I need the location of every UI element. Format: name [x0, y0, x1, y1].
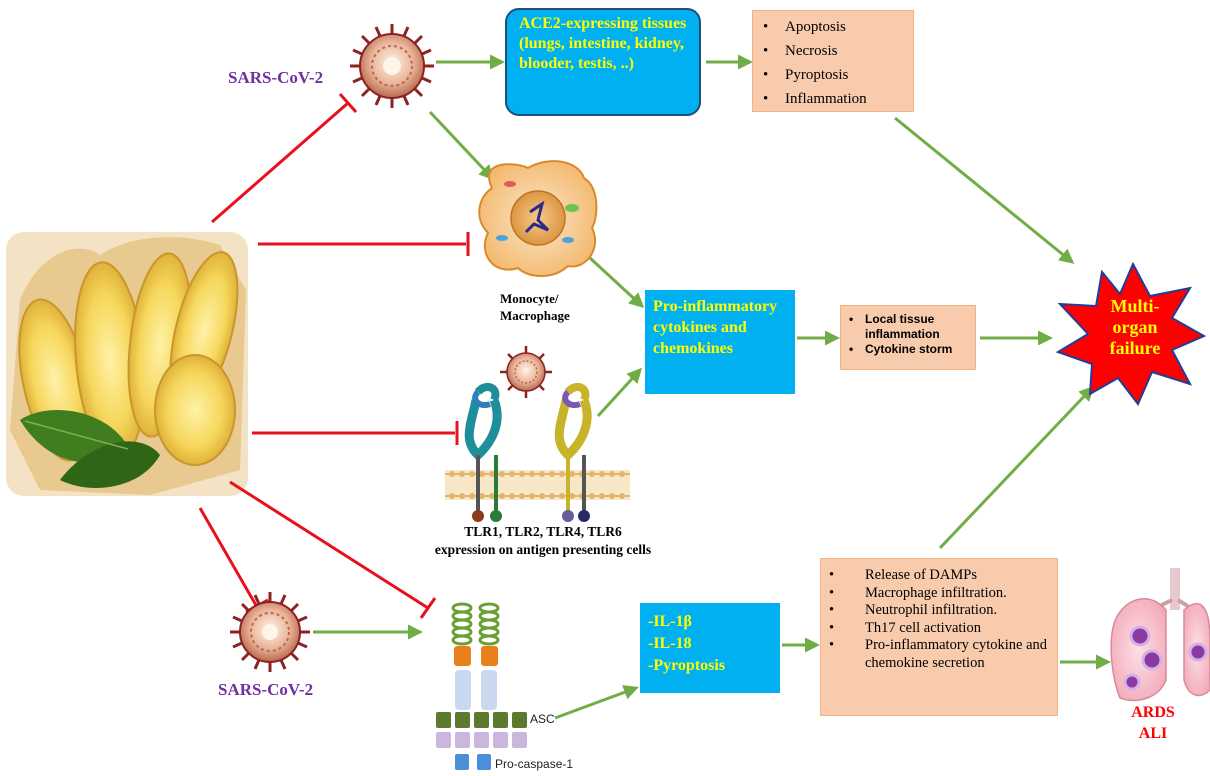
multi-organ-failure-burst [1055, 261, 1207, 406]
inhibit-line-virus-bottom [198, 507, 259, 608]
list-item: Macrophage infiltration. [827, 585, 1053, 603]
lungs-icon [1110, 568, 1210, 702]
list-item: Local tissue inflammation [847, 312, 971, 342]
il-pyroptosis-box: -IL-1β -IL-18 -Pyroptosis [640, 603, 780, 693]
ace2-tissues-text: ACE2-expressing tissues (lungs, intestin… [519, 15, 687, 72]
virus-label-top: SARS-CoV-2 [228, 68, 324, 87]
macrophage-icon [478, 160, 598, 277]
tlr-label: TLR1, TLR2, TLR4, TLR6 expression on ant… [408, 523, 678, 559]
virus-icon-tlr [500, 346, 552, 398]
ali-line: ALI [1138, 725, 1168, 742]
list-item: Cytokine storm [847, 342, 971, 357]
list-item: Pyroptosis [761, 63, 913, 87]
list-item: Th17 cell activation [827, 620, 1053, 638]
local-inflammation-box: Local tissue inflammation Cytokine storm [840, 305, 976, 370]
arrow-damps-to-failure [938, 385, 1095, 550]
cell-death-list: Apoptosis Necrosis Pyroptosis Inflammati… [761, 15, 913, 111]
monocyte-label: Monocyte/ Macrophage [500, 290, 570, 324]
virus-icon-top [350, 24, 434, 108]
burst-line: organ [1112, 317, 1158, 337]
inflammasome-icon [436, 602, 527, 770]
tlr-label-line-1: TLR1, TLR2, TLR4, TLR6 [464, 524, 622, 539]
tlr-label-line-2: expression on antigen presenting cells [434, 542, 652, 557]
burst-line: Multi- [1110, 296, 1160, 316]
arrow-asc-to-il [554, 685, 639, 720]
list-item: Inflammation [761, 87, 913, 111]
arrow-tlr-to-cytokines [596, 367, 643, 418]
arrow-outcomes-to-failure [894, 116, 1075, 264]
ards-line: ARDS [1131, 704, 1175, 721]
damps-list: Release of DAMPs Macrophage infiltration… [827, 567, 1053, 672]
procaspase-label: Pro-caspase-1 [495, 757, 574, 771]
arrow-virus-to-monocyte [428, 110, 495, 181]
list-item: Necrosis [761, 39, 913, 63]
monocyte-label-line-2: Macrophage [500, 308, 570, 323]
cytokines-box: Pro-inflammatory cytokines and chemokine… [645, 290, 795, 394]
list-item: Pro-inflammatory cytokine and chemokine … [827, 637, 1053, 672]
damps-box: Release of DAMPs Macrophage infiltration… [820, 558, 1058, 716]
il-line: -IL-18 [648, 635, 692, 652]
ards-ali-label: ARDS ALI [1118, 702, 1188, 744]
burst-line: failure [1109, 338, 1161, 358]
cell-death-box: Apoptosis Necrosis Pyroptosis Inflammati… [752, 10, 914, 112]
local-inflammation-list: Local tissue inflammation Cytokine storm [847, 312, 971, 357]
multi-organ-failure-label: Multi- organ failure [1090, 296, 1180, 359]
ginger-image [6, 232, 248, 496]
virus-icon-bottom [230, 592, 310, 672]
monocyte-label-line-1: Monocyte/ [500, 291, 559, 306]
list-item: Neutrophil infiltration. [827, 602, 1053, 620]
cytokines-text: Pro-inflammatory cytokines and chemokine… [653, 298, 778, 357]
inhibit-bar-virus-top [338, 93, 358, 113]
arrow-monocyte-to-cytokines [588, 256, 645, 309]
activation-arrows [313, 54, 1111, 720]
inhibit-line-inflammasome [229, 480, 429, 610]
il-line: -IL-1β [648, 613, 692, 630]
list-item: Apoptosis [761, 15, 913, 39]
inhibit-bar-inflammasome [419, 597, 437, 619]
list-item: Release of DAMPs [827, 567, 1053, 585]
asc-label: ASC [530, 712, 555, 726]
virus-label-bottom: SARS-CoV-2 [218, 680, 314, 699]
tlr-membrane-icon [445, 382, 630, 522]
inhibit-line-virus-top [211, 101, 349, 224]
il-line: -Pyroptosis [648, 657, 726, 674]
ace2-tissues-box: ACE2-expressing tissues (lungs, intestin… [505, 8, 701, 116]
